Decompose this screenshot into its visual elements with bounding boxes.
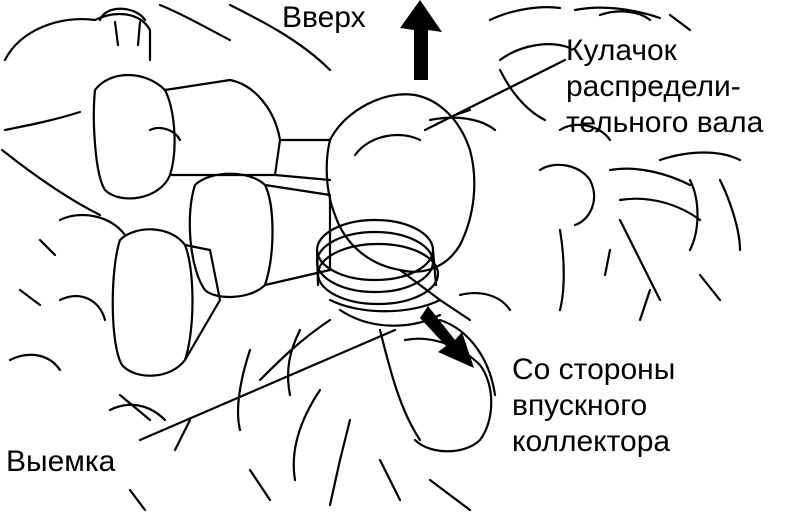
intake-side-label: Со стороны впускного коллектора xyxy=(512,352,675,460)
valve-tappet xyxy=(315,218,442,327)
camshaft-lobe-label-line-2: распредели- xyxy=(566,70,741,103)
intake-side-label-line-2: впускного xyxy=(512,389,648,422)
intake-arrow-icon xyxy=(420,306,474,368)
camshaft-leader-line xyxy=(423,58,567,132)
intake-side-label-line-3: коллектора xyxy=(512,425,671,458)
notch-label: Выемка xyxy=(6,445,116,478)
camshaft xyxy=(58,73,476,377)
camshaft-lobe-label-line-1: Кулачок xyxy=(566,34,677,67)
notch-leader-line xyxy=(138,328,397,442)
camshaft-lobe-label-line-3: тельного вала xyxy=(566,106,764,139)
up-arrow-icon xyxy=(400,0,442,80)
camshaft-lobe-label: Кулачок распредели- тельного вала xyxy=(566,33,763,141)
cylinder-head-outline xyxy=(0,3,742,322)
lower-head-outline xyxy=(8,238,512,512)
up-label: Вверх xyxy=(282,1,366,34)
intake-side-label-line-1: Со стороны xyxy=(512,353,676,386)
